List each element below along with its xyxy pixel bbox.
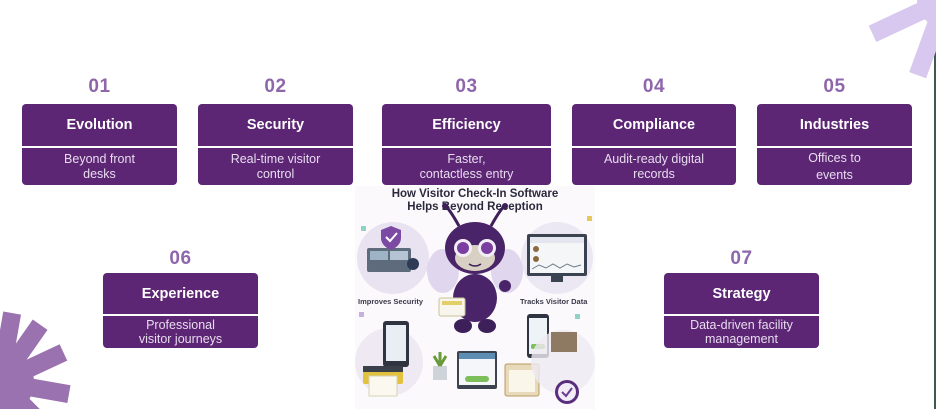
card-description: Faster,contactless entry <box>419 151 514 181</box>
item-number-01: 01 <box>88 76 111 97</box>
item-number-04: 04 <box>642 76 666 97</box>
card-title: Strategy <box>664 273 819 316</box>
card-title: Compliance <box>572 104 736 148</box>
illustration-title: How Visitor Check-In Software Helps Beyo… <box>391 188 559 213</box>
center-illustration: How Visitor Check-In Software Helps Beyo… <box>355 186 595 409</box>
card-title: Evolution <box>22 104 177 148</box>
item-number-05: 05 <box>823 76 846 97</box>
card-title: Experience <box>103 273 258 316</box>
item-number-07: 07 <box>730 248 753 269</box>
card-title: Security <box>198 104 353 148</box>
item-number-02: 02 <box>264 76 287 97</box>
card-title: Industries <box>757 104 912 148</box>
illustration-label-security: Improves Security <box>358 297 424 306</box>
right-edge-border <box>934 0 936 409</box>
item-number-06: 06 <box>169 248 192 269</box>
item-number-03: 03 <box>455 76 478 97</box>
illustration-label-visitor-data: Tracks Visitor Data <box>520 297 588 306</box>
card-title: Efficiency <box>382 104 551 148</box>
illustration-artwork <box>355 203 595 404</box>
starburst-decoration-bottom-left <box>0 311 71 409</box>
card-efficiency: Efficiency Faster,contactless entry <box>382 104 551 185</box>
starburst-decoration-top-right <box>866 0 936 79</box>
